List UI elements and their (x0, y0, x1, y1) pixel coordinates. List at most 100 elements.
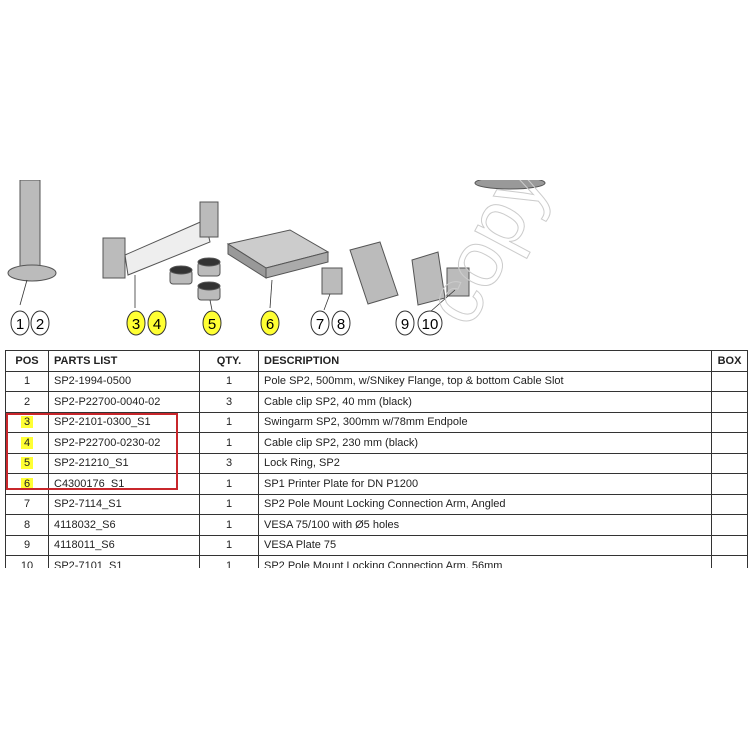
cell-qty-text: 1 (225, 559, 233, 568)
cell-pos: 8 (5, 514, 49, 536)
cell-description: Cable clip SP2, 230 mm (black) (258, 432, 712, 454)
cell-qty: 1 (199, 534, 259, 556)
cell-qty: 3 (199, 452, 259, 474)
table-row: 9 4118011_S6 1 VESA Plate 75 (5, 534, 748, 556)
cell-box (711, 370, 748, 392)
cell-part-number: SP2-2101-0300_S1 (48, 411, 200, 433)
cell-part-number-text: SP2-21210_S1 (54, 457, 129, 470)
callout-4: 4 (147, 310, 167, 336)
cell-part-number-text: SP2-7101_S1 (54, 559, 123, 568)
connection-arm-angled (321, 267, 343, 295)
cell-description-text: SP2 Pole Mount Locking Connection Arm, 5… (264, 559, 503, 568)
cell-pos: 10 (5, 555, 49, 568)
cell-qty-text: 1 (225, 416, 233, 429)
cell-description-text: Swingarm SP2, 300mm w/78mm Endpole (264, 416, 468, 429)
cell-qty-text: 1 (225, 539, 233, 552)
table-row: 3 SP2-2101-0300_S1 1 Swingarm SP2, 300mm w/… (5, 411, 748, 433)
cell-description: Cable clip SP2, 40 mm (black) (258, 391, 712, 413)
cell-pos-text: 10 (20, 559, 34, 568)
cell-part-number: 4118032_S6 (48, 514, 200, 536)
swingarm-tube (124, 219, 211, 276)
cell-description-text: SP2 Pole Mount Locking Connection Arm, A… (264, 498, 506, 511)
cell-part-number-text: 4118011_S6 (54, 539, 115, 552)
cell-pos: 5 (5, 452, 49, 474)
cell-part-number: SP2-P22700-0040-02 (48, 391, 200, 413)
cell-box (711, 432, 748, 454)
pole-flange (7, 264, 57, 282)
cell-qty-text: 3 (225, 395, 233, 408)
callout-label: 3 (132, 316, 140, 333)
callout-7: 7 (310, 310, 330, 336)
cell-description: SP2 Pole Mount Locking Connection Arm, A… (258, 493, 712, 515)
header-description: DESCRIPTION (258, 350, 712, 372)
cell-pos-text: 1 (23, 375, 31, 388)
callout-8: 8 (331, 310, 351, 336)
header-parts-list: PARTS LIST (48, 350, 200, 372)
cell-pos-text: 6 (20, 477, 34, 490)
swingarm-endpole (199, 201, 219, 238)
cell-box (711, 473, 748, 495)
vesa-plate-75 (411, 251, 446, 306)
cell-pos: 9 (5, 534, 49, 556)
cell-box (711, 555, 748, 568)
callout-label: 5 (208, 316, 216, 333)
cell-qty: 1 (199, 493, 259, 515)
cell-description-text: SP1 Printer Plate for DN P1200 (264, 477, 419, 490)
cell-pos: 3 (5, 411, 49, 433)
cell-part-number-text: SP2-7114_S1 (54, 498, 122, 511)
cell-pos: 4 (5, 432, 49, 454)
header-qty: QTY. (199, 350, 259, 372)
callout-3: 3 (126, 310, 146, 336)
pole-part (19, 180, 41, 271)
cell-description-text: VESA Plate 75 (264, 539, 337, 552)
cell-part-number-text: 4118032_S6 (54, 518, 116, 531)
cell-qty-text: 1 (225, 518, 233, 531)
cell-part-number: SP2-1994-0500 (48, 370, 200, 392)
cell-part-number: SP2-7101_S1 (48, 555, 200, 568)
cell-description-text: Cable clip SP2, 40 mm (black) (264, 395, 412, 408)
cell-box (711, 391, 748, 413)
cell-part-number: 4118011_S6 (48, 534, 200, 556)
table-header-row: POS PARTS LIST QTY. DESCRIPTION BOX (5, 350, 748, 372)
cell-pos-text: 9 (23, 539, 31, 552)
cell-qty-text: 1 (225, 436, 233, 449)
cell-description: SP1 Printer Plate for DN P1200 (258, 473, 712, 495)
cell-part-number-text: SP2-P22700-0230-02 (54, 436, 161, 449)
cell-qty: 1 (199, 555, 259, 568)
swingarm-part (102, 237, 126, 279)
cell-part-number-text: SP2-2101-0300_S1 (54, 416, 151, 429)
callout-label: 10 (422, 316, 439, 333)
callout-label: 7 (316, 316, 324, 333)
table-row: 1 SP2-1994-0500 1 Pole SP2, 500mm, w/SNikey… (5, 370, 748, 392)
cell-description: Lock Ring, SP2 (258, 452, 712, 474)
cell-description-text: Pole SP2, 500mm, w/SNikey Flange, top & … (264, 375, 564, 388)
cell-pos: 6 (5, 473, 49, 495)
cell-part-number: SP2-21210_S1 (48, 452, 200, 474)
cell-qty: 1 (199, 432, 259, 454)
cell-description-text: VESA 75/100 with Ø5 holes (264, 518, 400, 531)
cell-pos: 7 (5, 493, 49, 515)
callout-2: 2 (30, 310, 50, 336)
cell-description: SP2 Pole Mount Locking Connection Arm, 5… (258, 555, 712, 568)
cell-box (711, 493, 748, 515)
cell-pos-text: 3 (20, 416, 34, 429)
header-pos: POS (5, 350, 49, 372)
callout-label: 2 (36, 316, 44, 333)
cell-qty: 1 (199, 473, 259, 495)
connection-arm-56mm (446, 267, 470, 297)
callout-label: 1 (16, 316, 24, 333)
callout-label: 8 (337, 316, 345, 333)
cell-qty: 1 (199, 514, 259, 536)
cell-part-number: SP2-7114_S1 (48, 493, 200, 515)
cell-qty-text: 1 (225, 375, 233, 388)
callout-label: 4 (153, 316, 161, 333)
cell-box (711, 534, 748, 556)
vesa-plate-75-100 (349, 241, 399, 305)
cell-description-text: Cable clip SP2, 230 mm (black) (264, 436, 419, 449)
cell-description: VESA 75/100 with Ø5 holes (258, 514, 712, 536)
cell-qty: 1 (199, 370, 259, 392)
